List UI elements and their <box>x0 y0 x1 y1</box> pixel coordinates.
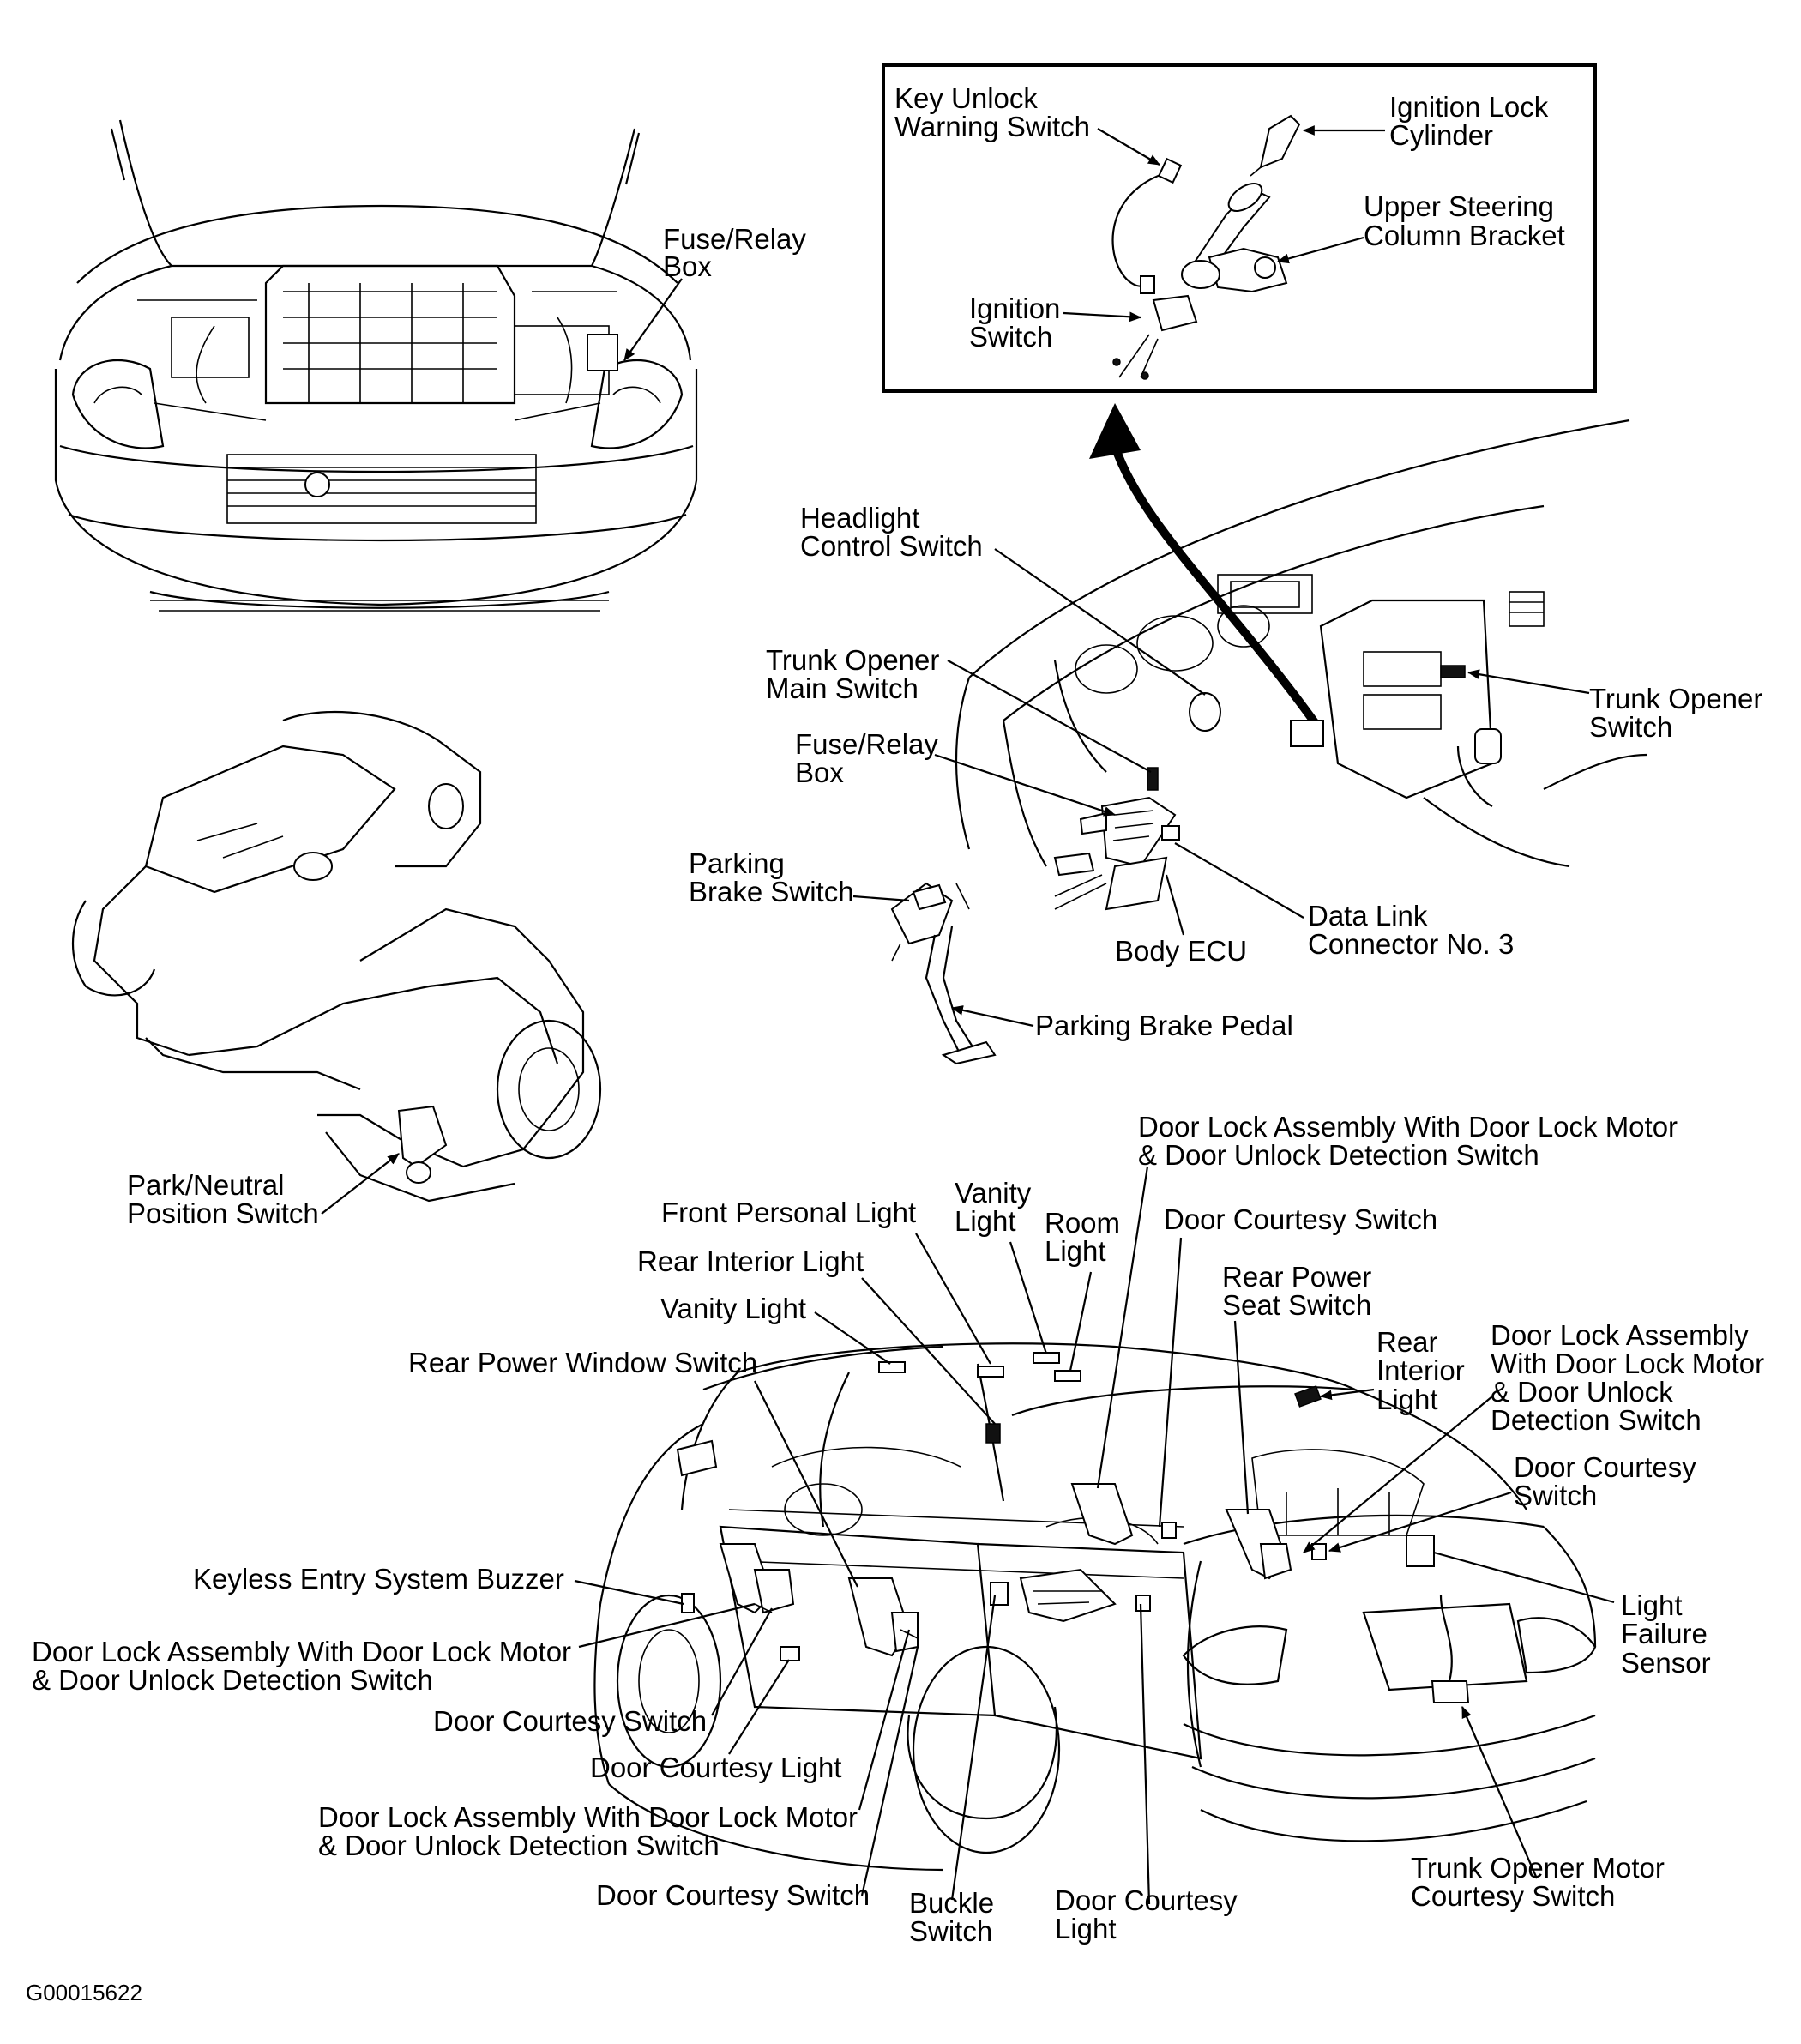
inset-callout-arrow <box>1111 444 1321 727</box>
vehicle-body-illustration <box>593 1342 1597 1872</box>
label-door-lock-assembly-top: Door Lock Assembly With Door Lock Motor&… <box>1138 1111 1678 1171</box>
label-door-courtesy-light-left: Door Courtesy Light <box>590 1752 841 1783</box>
label-rear-interior-light-left: Rear Interior Light <box>637 1245 864 1277</box>
label-door-courtesy-switch-top: Door Courtesy Switch <box>1164 1203 1437 1235</box>
transmission-illustration <box>72 710 602 1203</box>
figure-code: G00015622 <box>26 1980 142 2005</box>
label-door-courtesy-switch-bottom: Door Courtesy Switch <box>596 1879 870 1911</box>
label-vanity-light-left: Vanity Light <box>660 1293 806 1324</box>
label-door-courtesy-switch-left: Door Courtesy Switch <box>433 1705 707 1737</box>
label-door-lock-assembly-left: Door Lock Assembly With Door Lock Motor&… <box>32 1636 571 1696</box>
leader-lines <box>321 125 1615 1905</box>
dashboard-illustration <box>955 419 1647 911</box>
label-parking-brake-pedal: Parking Brake Pedal <box>1035 1010 1293 1041</box>
label-keyless-entry-buzzer: Keyless Entry System Buzzer <box>193 1563 564 1595</box>
ignition-inset-panel <box>882 63 1597 393</box>
label-body-ecu: Body ECU <box>1115 935 1247 967</box>
label-door-lock-assembly-bottom: Door Lock Assembly With Door Lock Motor&… <box>318 1801 858 1861</box>
label-front-personal-light: Front Personal Light <box>661 1197 916 1228</box>
engine-bay-illustration <box>54 119 698 612</box>
parking-brake-illustration <box>890 882 997 1065</box>
label-rear-power-window-switch: Rear Power Window Switch <box>408 1347 757 1378</box>
